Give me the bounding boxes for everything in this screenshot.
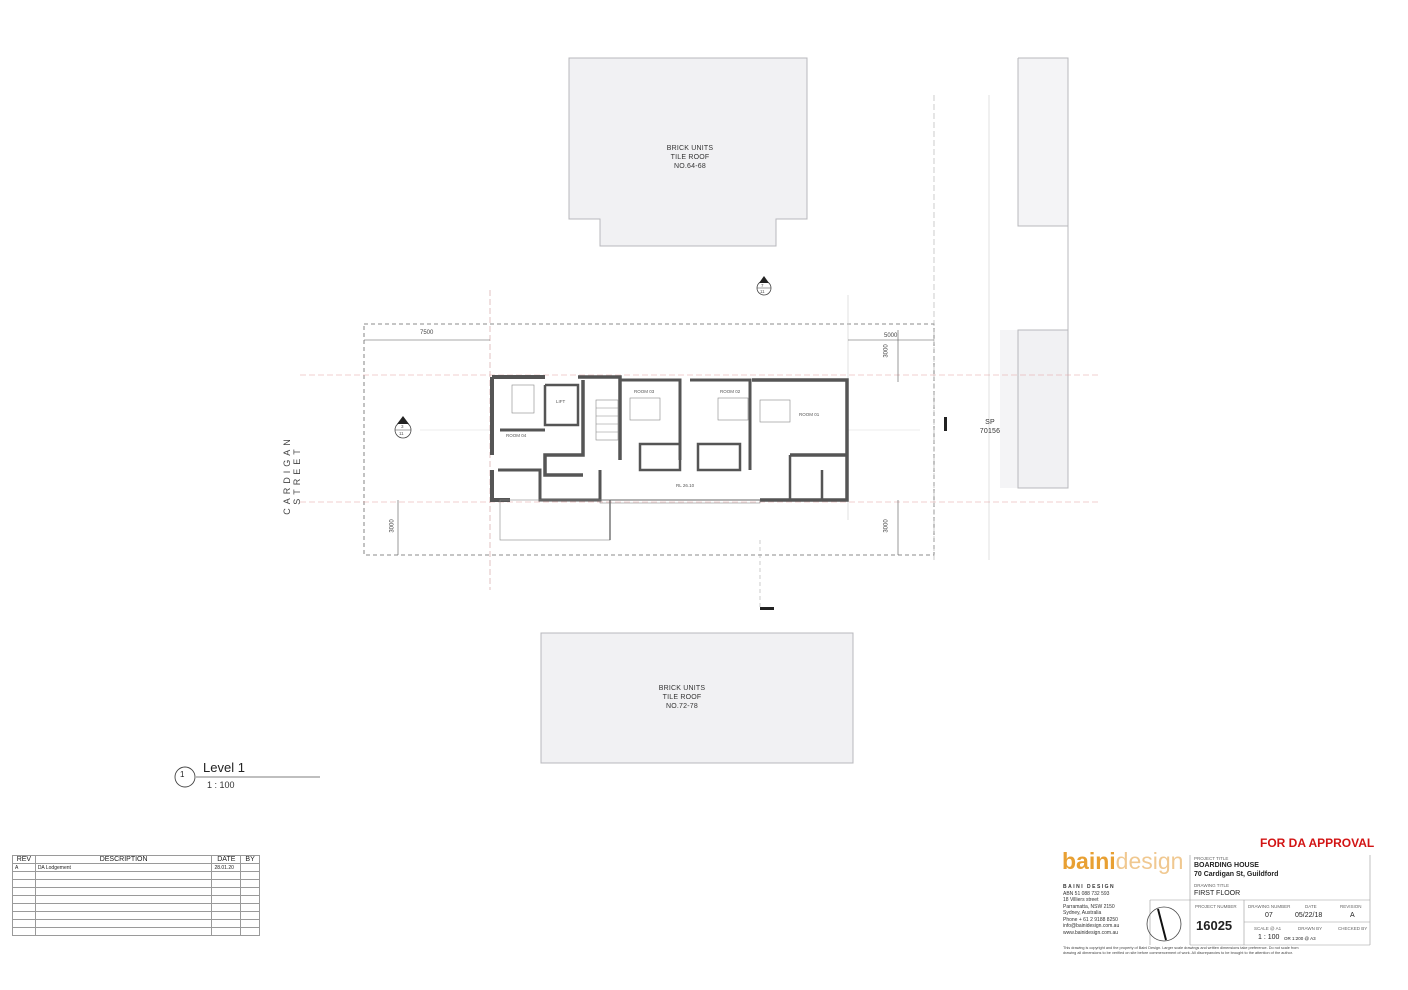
view-scale: 1 : 100 (207, 780, 235, 790)
building-label-line: SP (985, 419, 995, 426)
copyright-disclaimer: This drawing is copyright and the proper… (1063, 946, 1373, 956)
section-marker-sheet: 11 (760, 289, 765, 294)
dimension-label: 3000 (389, 519, 396, 533)
building-label-line: BRICK UNITS (658, 685, 706, 692)
company-name: BAINI DESIGN (1063, 884, 1116, 890)
project-number: 16025 (1196, 918, 1233, 933)
table-cell: DA Lodgement (34, 863, 213, 872)
drawing-date: 05/22/18 (1295, 912, 1323, 919)
company-web: www.bainidesign.com.au (1063, 929, 1119, 936)
table-row (12, 871, 260, 880)
company-address: 18 Villiers street (1063, 897, 1099, 903)
table-row (12, 927, 260, 936)
revision-value: A (1350, 912, 1355, 919)
project-title: BOARDING HOUSE (1194, 862, 1259, 869)
table-cell (240, 863, 260, 872)
table-row (12, 887, 260, 896)
dimension-label: 7500 (420, 330, 434, 336)
room-label: ROOM 03 (634, 389, 655, 394)
project-number-label: PROJECT NUMBER (1195, 904, 1237, 909)
north-building-label: BRICK UNITS TILE ROOF NO.64-68 (640, 144, 740, 171)
building-label-line: BRICK UNITS (666, 145, 714, 152)
table-cell: A (12, 863, 36, 872)
drawn-by-label: DRAWN BY (1298, 926, 1323, 931)
building-label-line: NO.72-78 (666, 703, 698, 710)
level-label: RL 26.10 (676, 483, 695, 488)
scale-a3: OR 1:200 @ A3 (1284, 936, 1316, 941)
revision-table-header: REV DESCRIPTION DATE BY (12, 855, 260, 864)
scale-label: SCALE @ A1 (1254, 926, 1282, 931)
sp-label: SP 70156 (968, 418, 1012, 436)
company-address: Sydney, Australia (1063, 910, 1102, 916)
checked-by-label: CHECKED BY (1338, 926, 1368, 931)
table-cell: 28.01.20 (211, 863, 242, 872)
dimension-label: 3000 (883, 344, 890, 358)
drawing-title: FIRST FLOOR (1194, 890, 1241, 897)
drawing-number-label: DRAWING NUMBER (1248, 904, 1291, 909)
building-label-line: TILE ROOF (670, 154, 710, 161)
company-phone: Phone + 61 2 9188 8250 (1063, 916, 1118, 923)
drawing-number: 07 (1265, 912, 1273, 919)
logo-part: baini (1062, 848, 1116, 874)
view-number: 1 (180, 770, 185, 779)
table-row (12, 911, 260, 920)
scale-value: 1 : 100 (1258, 934, 1280, 941)
building-label-line: TILE ROOF (662, 694, 702, 701)
project-address: 70 Cardigan St, Guildford (1194, 871, 1279, 878)
building-label-line: 70156 (979, 428, 1001, 435)
company-logo: bainidesign (1062, 848, 1183, 875)
column-header: DATE (211, 855, 242, 864)
south-building-label: BRICK UNITS TILE ROOF NO.72-78 (632, 684, 732, 711)
company-abn: ABN 51 088 732 593 (1063, 890, 1110, 897)
table-row: A DA Lodgement 28.01.20 (12, 863, 260, 872)
building-label-line: NO.64-68 (674, 163, 706, 170)
project-title-label: PROJECT TITLE (1194, 856, 1229, 861)
room-label: ROOM 02 (720, 389, 741, 394)
approval-status: FOR DA APPROVAL (1260, 836, 1375, 850)
revision-label: REVISION (1340, 904, 1362, 909)
room-label: ROOM 01 (799, 412, 820, 417)
table-row (12, 903, 260, 912)
table-row (12, 879, 260, 888)
table-row (12, 919, 260, 928)
drawing-title-label: DRAWING TITLE (1194, 883, 1230, 888)
company-email: info@bainidesign.com.au (1063, 923, 1120, 929)
table-row (12, 895, 260, 904)
company-address: Parramatta, NSW 2150 (1063, 903, 1115, 910)
dimension-label: 5000 (884, 333, 898, 339)
lift-label: LIFT (556, 399, 566, 404)
column-header: REV (12, 855, 36, 864)
street-label: CARDIGAN STREET (282, 435, 302, 515)
dimension-label: 3000 (883, 519, 890, 533)
revision-table: REV DESCRIPTION DATE BY A DA Lodgement 2… (12, 855, 260, 936)
column-header: BY (240, 855, 260, 864)
view-title: Level 1 (203, 760, 245, 775)
company-details: BAINI DESIGN ABN 51 088 732 593 18 Villi… (1063, 884, 1119, 936)
disclaimer-line: This drawing is copyright and the proper… (1063, 946, 1299, 950)
section-marker-number: 7 (761, 283, 764, 288)
room-label: ROOM 04 (506, 433, 527, 438)
date-label: DATE (1305, 904, 1317, 909)
section-marker-number: 3 (401, 424, 404, 429)
disclaimer-line: drawing all dimensions to be verified on… (1063, 951, 1293, 955)
logo-part: design (1115, 848, 1184, 874)
section-marker-sheet: 11 (399, 431, 404, 436)
column-header: DESCRIPTION (34, 855, 213, 864)
